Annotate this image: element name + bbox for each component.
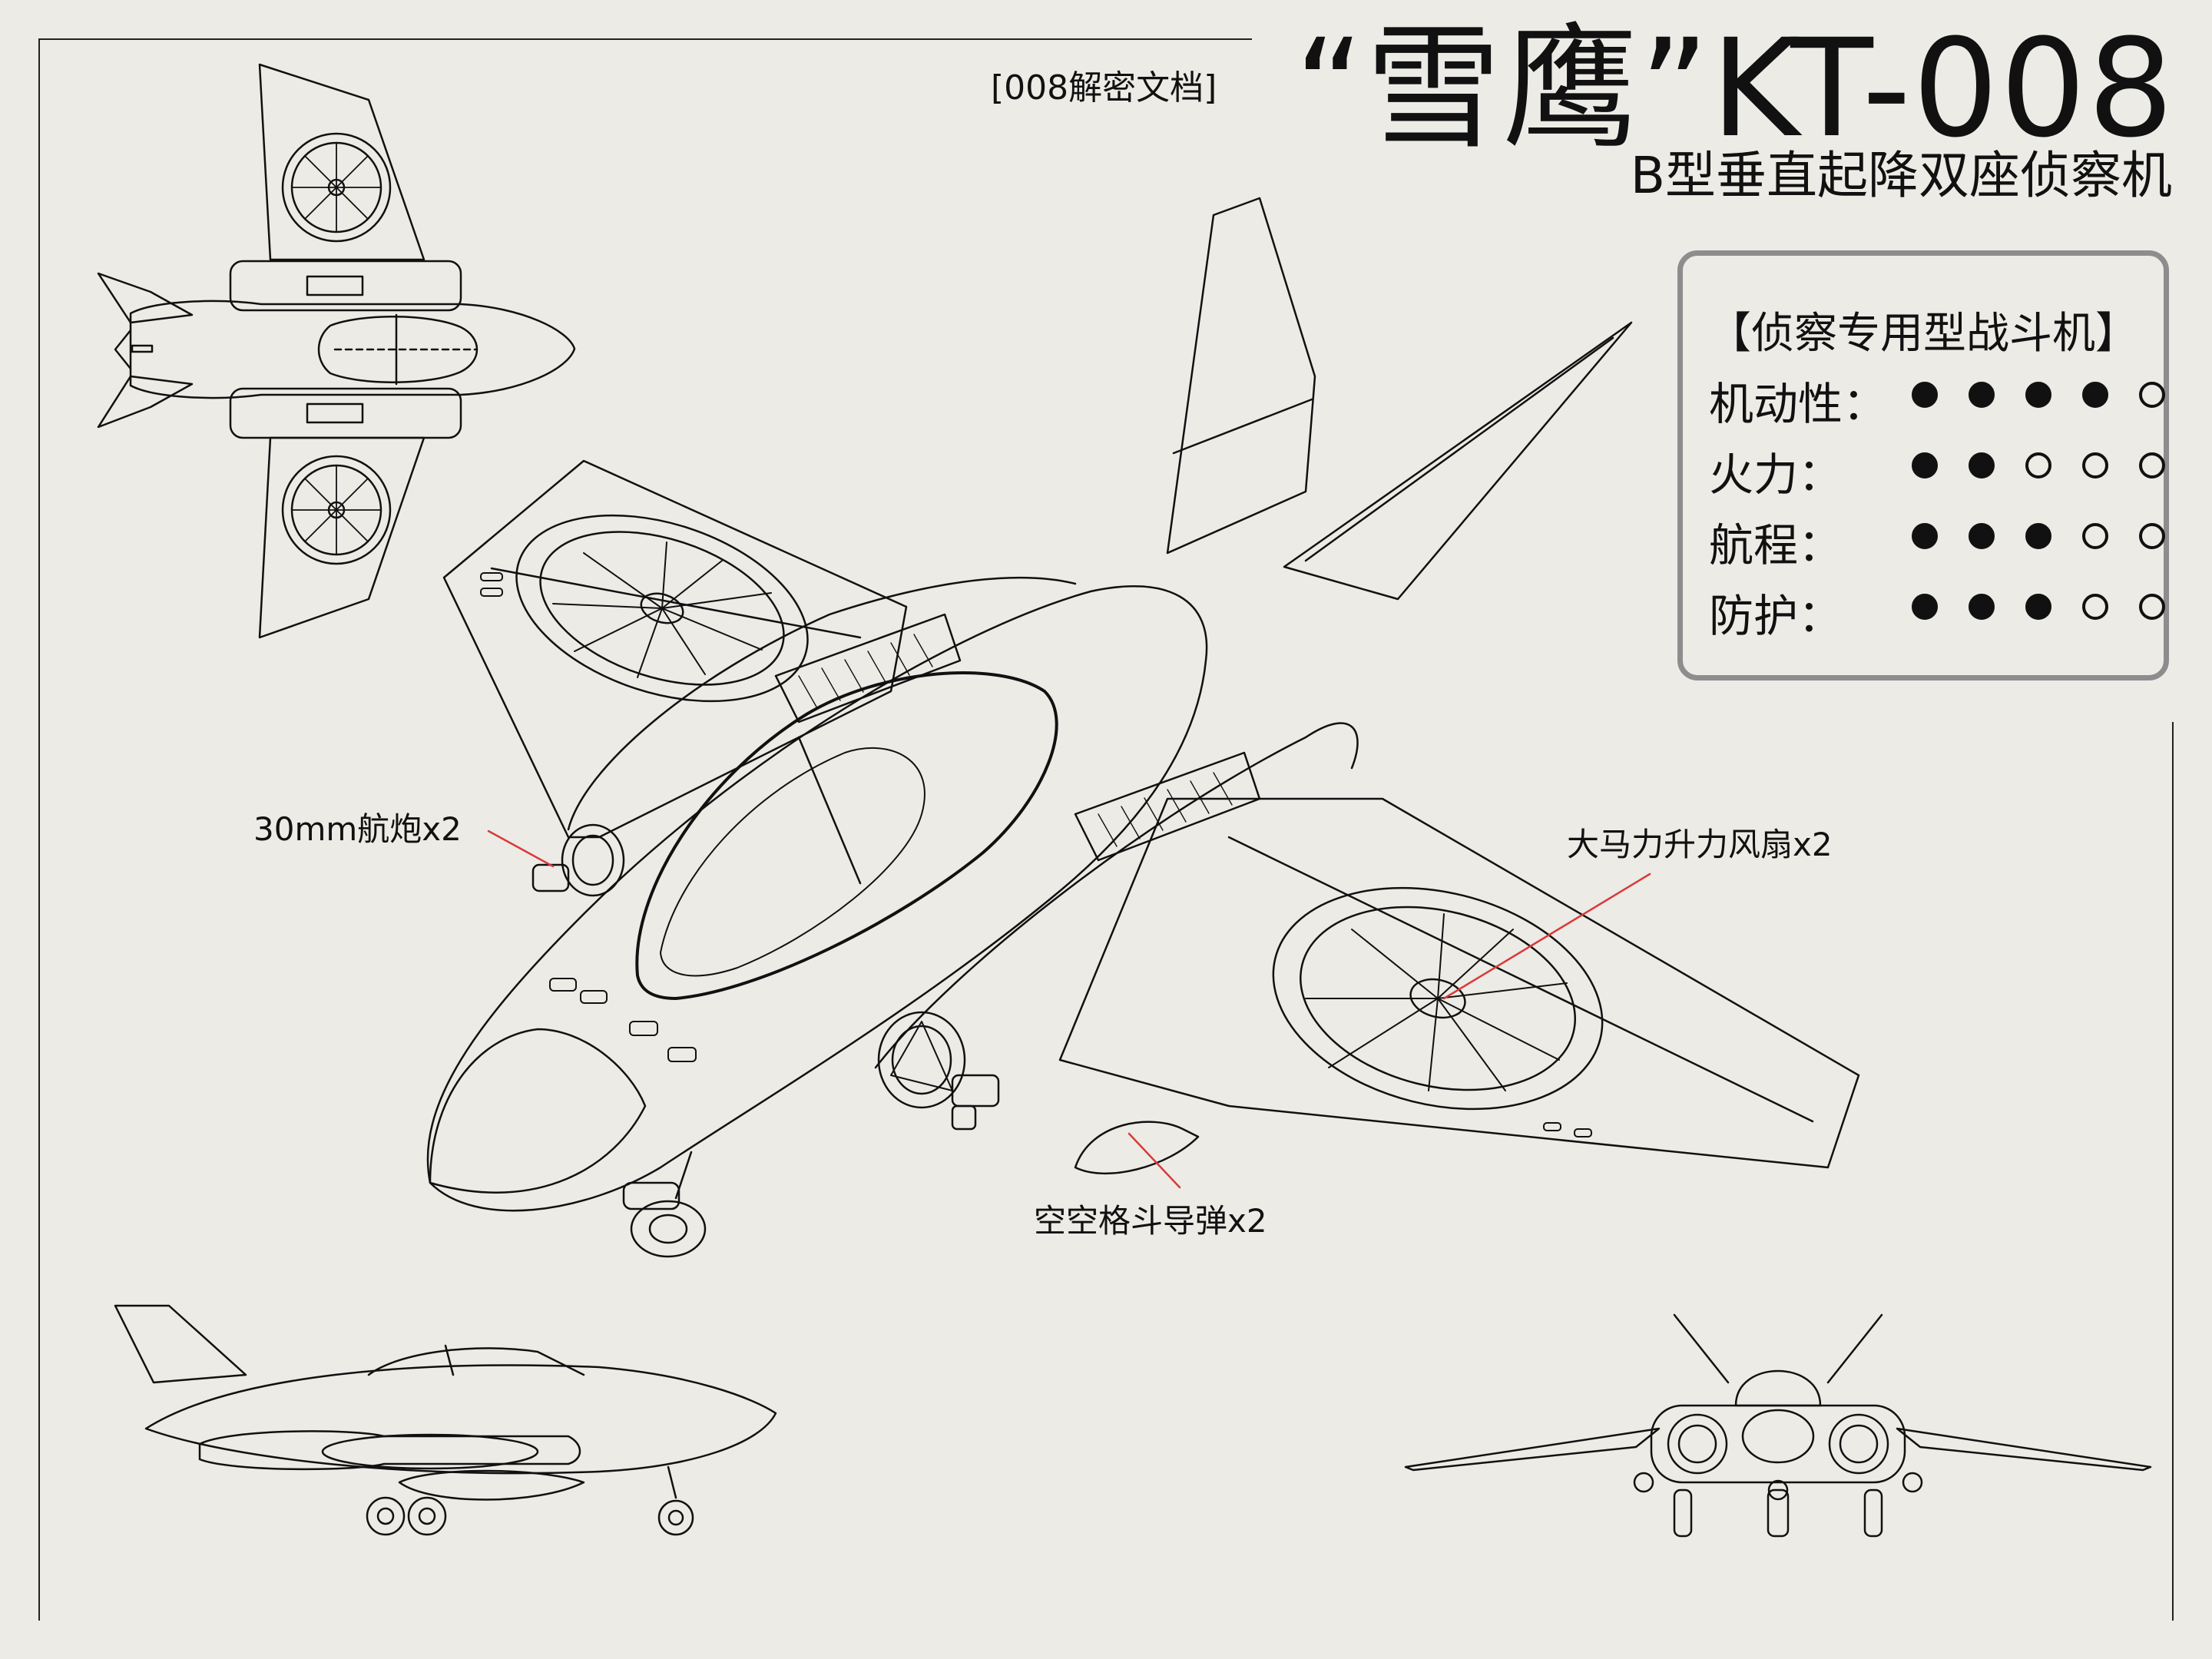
fan-callout: 大马力升力风扇x2 <box>1567 826 1833 863</box>
rating-dot-filled <box>2025 382 2051 408</box>
spec-panel: 【侦察专用型战斗机】 机动性： 火力： 航程： 防护： <box>1677 250 2169 680</box>
rating-dot-empty <box>2082 523 2108 549</box>
frame-top-line <box>38 38 1252 40</box>
spec-row: 火力： <box>1709 439 2165 501</box>
spec-heading: 【侦察专用型战斗机】 <box>1708 309 2138 359</box>
rating-dot-filled <box>1969 452 1995 478</box>
rating-dot-empty <box>2139 594 2165 620</box>
spec-row: 防护： <box>1709 580 2165 642</box>
frame-left-line <box>38 38 40 1621</box>
rating-dot-empty <box>2139 523 2165 549</box>
rating-dot-filled <box>1969 523 1995 549</box>
spec-label: 航程： <box>1709 519 1843 571</box>
spec-label: 火力： <box>1709 449 1843 501</box>
rating-dot-filled <box>1912 452 1938 478</box>
front-view-drawing <box>1404 1313 2152 1538</box>
doc-tag: [008解密文档] <box>991 68 1217 108</box>
rating-dot-empty <box>2025 452 2051 478</box>
cannon-leader <box>487 830 555 868</box>
rating-dot-empty <box>2082 594 2108 620</box>
spec-row: 航程： <box>1709 509 2165 571</box>
rating-dot-filled <box>1912 523 1938 549</box>
frame-right-line <box>2172 722 2174 1621</box>
rating-dot-empty <box>2082 452 2108 478</box>
cannon-callout: 30mm航炮x2 <box>253 810 462 848</box>
top-view-drawing <box>97 63 576 639</box>
rating-dot-empty <box>2139 382 2165 408</box>
spec-label: 机动性： <box>1709 378 1888 430</box>
rating-dot-filled <box>1912 594 1938 620</box>
rating-dot-filled <box>1969 382 1995 408</box>
rating-dot-filled <box>2025 523 2051 549</box>
rating-dot-filled <box>1969 594 1995 620</box>
main-view-drawing <box>426 197 1860 1258</box>
spec-row: 机动性： <box>1709 368 2165 430</box>
missile-leader <box>1128 1132 1181 1189</box>
side-view-drawing <box>114 1304 777 1536</box>
page-subtitle: B型垂直起降双座侦察机 <box>1630 146 2172 205</box>
spec-label: 防护： <box>1709 590 1843 642</box>
rating-dot-empty <box>2139 452 2165 478</box>
missile-callout: 空空格斗导弹x2 <box>1034 1202 1267 1240</box>
page-title: “雪鹰”KT-008 <box>1294 10 2175 167</box>
rating-dot-filled <box>1912 382 1938 408</box>
fan-leader <box>1442 873 1651 1000</box>
rating-dot-filled <box>2082 382 2108 408</box>
rating-dot-filled <box>2025 594 2051 620</box>
